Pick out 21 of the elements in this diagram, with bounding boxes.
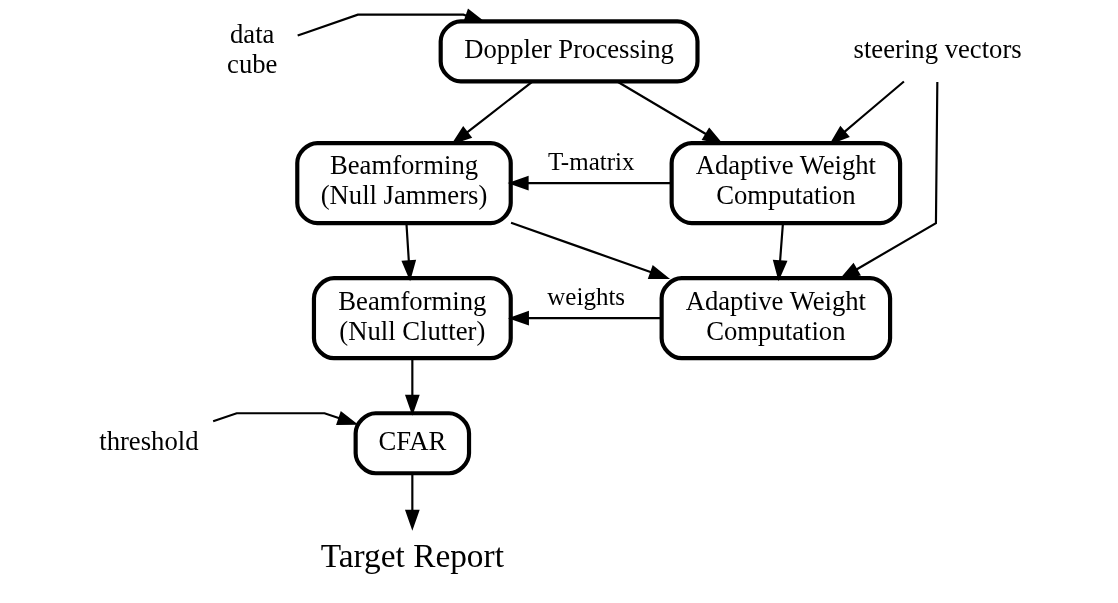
node-box: Beamforming (Null Clutter) (311, 276, 513, 361)
arrow (507, 310, 662, 326)
edge-label: weights (546, 282, 625, 310)
node-text: Target Report (320, 536, 504, 574)
node-box: Adaptive Weight Computation (669, 141, 902, 226)
node-text: threshold (98, 425, 198, 456)
node-box: Doppler Processing (438, 19, 700, 84)
arrow (404, 358, 420, 416)
edge-label: T-matrix (547, 147, 634, 175)
arrow (296, 8, 485, 37)
node-text: data cube (226, 18, 277, 79)
arrow (507, 175, 671, 191)
arrow (212, 411, 358, 425)
arrow (404, 473, 420, 531)
node-box: Beamforming (Null Jammers) (294, 141, 513, 226)
arrow (400, 223, 416, 282)
node-box: Adaptive Weight Computation (659, 276, 892, 361)
arrow (510, 221, 670, 280)
node-text: steering vectors (853, 33, 1022, 64)
arrow (772, 223, 787, 282)
node-box: CFAR (353, 411, 471, 476)
